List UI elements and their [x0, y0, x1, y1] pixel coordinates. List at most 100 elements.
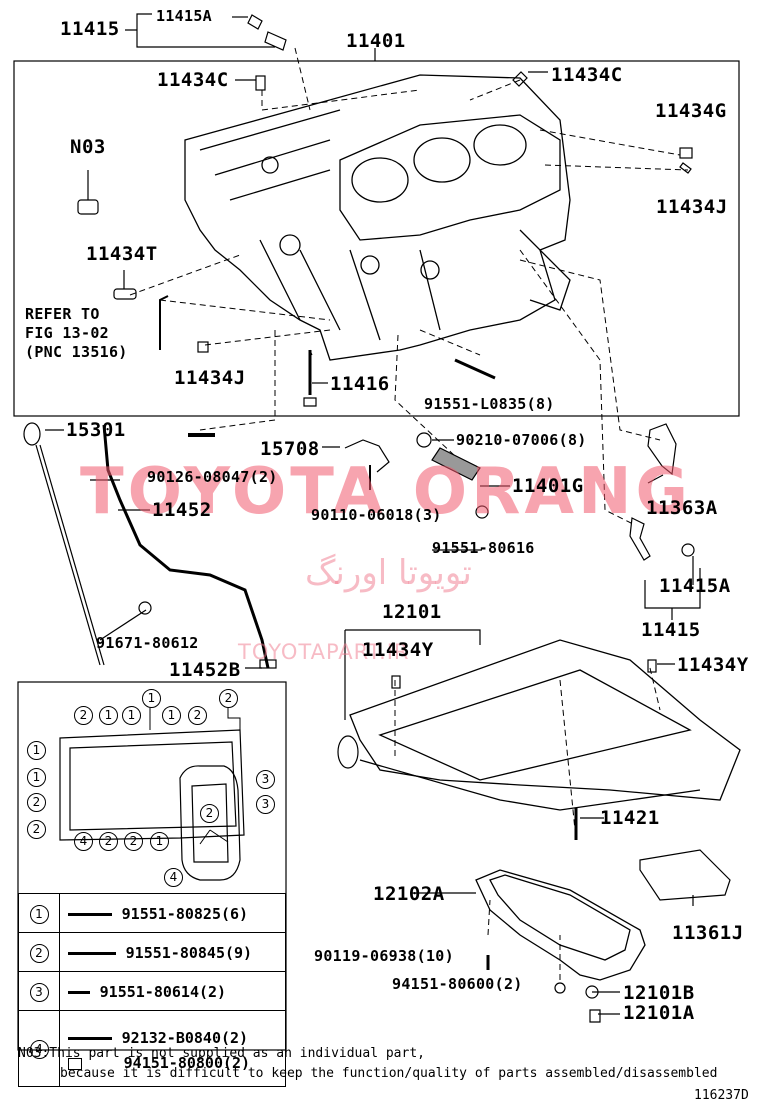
watermark-main: TOYOTA ORANG: [80, 455, 693, 529]
label-11415-top: 11415: [60, 18, 120, 40]
bolt-icon: [68, 990, 90, 994]
legend-number: 2: [29, 943, 49, 963]
note-line1: N03:This part is not supplied as an indi…: [18, 1046, 425, 1061]
label-12102A: 12102A: [373, 883, 445, 905]
label-11401: 11401: [346, 30, 406, 52]
bolt-91551-80616: [475, 505, 489, 519]
inset-callout: 2: [74, 706, 93, 725]
inset-callout: 1: [142, 689, 161, 708]
dipstick-15301: [23, 422, 41, 446]
fastener-legend-table: 1 91551-80825(6) 2 91551-80845(9) 3 9155…: [18, 893, 286, 1087]
pin-11434G: [679, 147, 693, 159]
label-11452B: 11452B: [169, 659, 241, 681]
label-11401G: 11401G: [512, 475, 584, 497]
legend-row: 4 92132-B0840(2) 94151-80800(2): [18, 1010, 286, 1087]
bolt-91671-80612: [138, 601, 152, 615]
bracket-15708: [344, 439, 390, 473]
legend-number: 4: [29, 1040, 49, 1059]
inset-callout: 3: [256, 770, 275, 789]
inset-callout: 1: [27, 768, 46, 787]
label-11434T: 11434T: [86, 243, 158, 265]
pin-11434C-right: [512, 71, 528, 87]
pin-11434Y-right: [647, 659, 657, 673]
washer-90210: [416, 432, 432, 448]
inset-callout: 2: [188, 706, 207, 725]
baffle-11361J: [639, 849, 731, 901]
label-refer-line1: REFER TO: [25, 305, 100, 323]
label-11415-right: 11415: [641, 619, 701, 641]
label-15301: 15301: [66, 419, 126, 441]
inset-callout: 4: [164, 868, 183, 887]
legend-row: 3 91551-80614(2): [18, 971, 286, 1011]
note-line2: because it is difficult to keep the func…: [60, 1066, 718, 1081]
pin-11434J-right: [679, 162, 692, 174]
label-91551-80616: 91551-80616: [432, 539, 535, 557]
legend-part: 94151-80800(2): [123, 1054, 251, 1072]
label-90126-08047: 90126-08047(2): [147, 468, 278, 486]
label-11434C-left: 11434C: [157, 69, 229, 91]
label-94151-80600: 94151-80600(2): [392, 975, 523, 993]
figure-id: 116237D: [694, 1088, 749, 1103]
pin-11434Y-left: [391, 675, 401, 689]
upper-group-box: [13, 60, 740, 417]
label-11363A: 11363A: [646, 497, 718, 519]
label-91671-80612: 91671-80612: [96, 634, 199, 652]
legend-part: 91551-80845(9): [125, 943, 253, 962]
sensor-11401G: [431, 447, 481, 481]
legend-number: 1: [29, 904, 49, 924]
label-11415A-top: 11415A: [156, 7, 212, 25]
label-11434J-left: 11434J: [174, 367, 246, 389]
inset-callout: 2: [99, 832, 118, 851]
pin-11434J-left: [197, 341, 209, 353]
label-12101: 12101: [382, 601, 442, 623]
bolt-icon: [68, 951, 116, 955]
label-12101A: 12101A: [623, 1002, 695, 1024]
label-refer-line2: FIG 13-02: [25, 324, 109, 342]
label-11434C-right: 11434C: [551, 64, 623, 86]
nut-icon: [68, 1057, 82, 1070]
o-ring-11452B: [259, 659, 277, 669]
pin-11434T: [113, 288, 137, 300]
bolt-11415A-right: [681, 543, 695, 557]
label-N03: N03: [70, 136, 106, 158]
label-90110-06018: 90110-06018(3): [311, 506, 442, 524]
plug-11415A-top: [247, 14, 263, 30]
legend-row: 2 91551-80845(9): [18, 932, 286, 972]
label-11421: 11421: [600, 807, 660, 829]
label-15708: 15708: [260, 438, 320, 460]
inset-callout: 2: [27, 793, 46, 812]
label-11416: 11416: [330, 373, 390, 395]
label-11361J: 11361J: [672, 922, 744, 944]
inset-callout: 2: [27, 820, 46, 839]
legend-row: 1 91551-80825(6): [18, 893, 286, 933]
inset-callout: 1: [162, 706, 181, 725]
bolt-N03: [77, 199, 99, 215]
watermark-url: TOYOTAPART.IR: [238, 640, 410, 664]
label-11434Y-right: 11434Y: [677, 654, 749, 676]
oil-pan-upper-outline: [349, 639, 741, 811]
label-90119-06938: 90119-06938(10): [314, 947, 454, 965]
label-12101B: 12101B: [623, 982, 695, 1004]
inset-callout: 4: [74, 832, 93, 851]
legend-part: 92132-B0840(2): [121, 1029, 249, 1047]
inset-gasket-outline: [59, 729, 245, 881]
pin-11434C-left: [255, 75, 266, 91]
inset-callout: 2: [200, 804, 219, 823]
legend-part: 91551-80614(2): [99, 982, 227, 1001]
plug-12101A: [589, 1009, 601, 1023]
bolt-91551-L0835: [454, 358, 496, 380]
inset-callout: 3: [256, 795, 275, 814]
label-91551-L0835: 91551-L0835(8): [424, 395, 555, 413]
label-90210-07006: 90210-07006(8): [456, 431, 587, 449]
inset-callout: 1: [150, 832, 169, 851]
label-11434G: 11434G: [655, 100, 727, 122]
cylinder-block-outline: [184, 74, 571, 361]
label-refer-line3: (PNC 13516): [25, 343, 128, 361]
seal-12101: [337, 735, 359, 769]
inset-callout: 1: [27, 741, 46, 760]
inset-callout: 1: [99, 706, 118, 725]
oil-pan-lower-outline: [475, 869, 646, 981]
label-11452: 11452: [152, 499, 212, 521]
plug-11363A: [647, 423, 677, 476]
